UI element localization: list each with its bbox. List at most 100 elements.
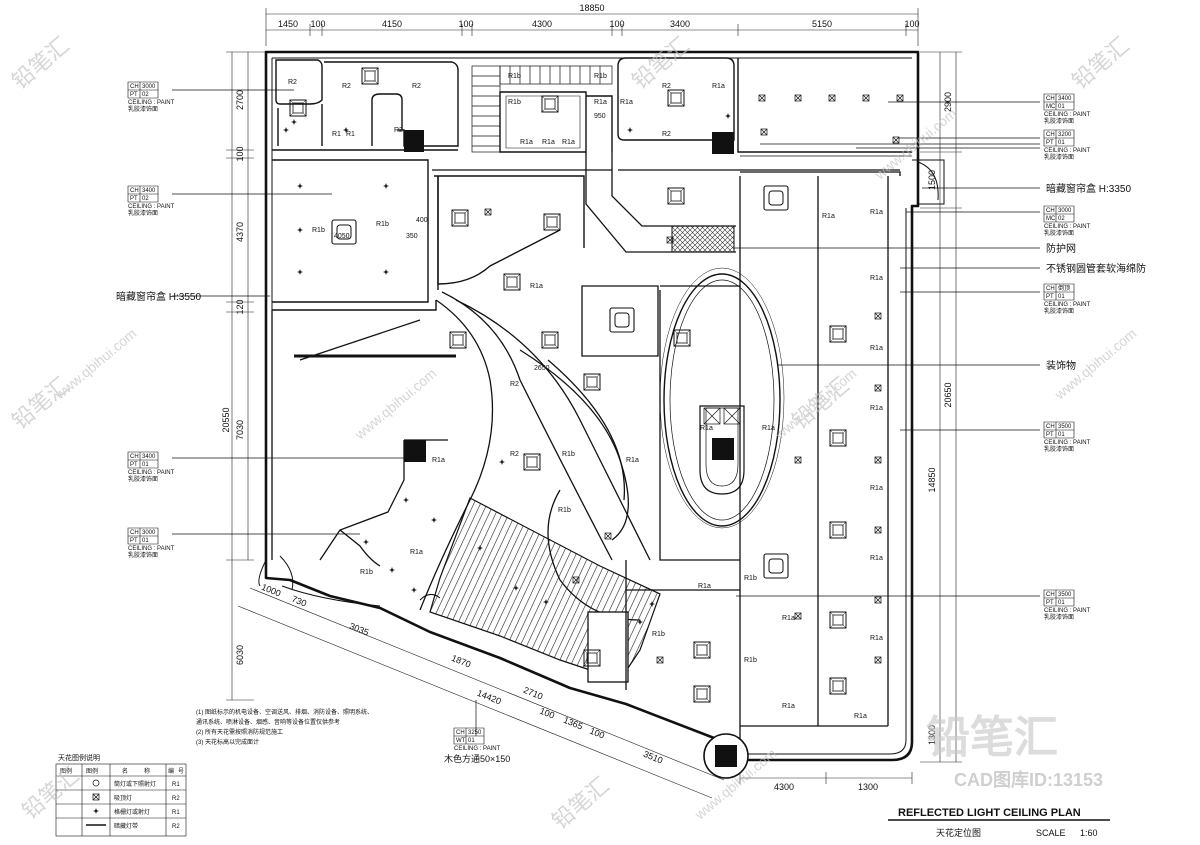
tag-finish-cn: 乳胶漆饰面: [1044, 613, 1074, 621]
code-r2-a: R2: [288, 79, 297, 86]
tag-ch-label: CH: [1046, 96, 1055, 102]
note-line-2: 通讯系统、喷淋设备、烟感、音响等设备位置仅供参考: [196, 718, 340, 726]
code-r2-d: R2: [394, 127, 403, 134]
legend-row3-name: 格栅灯或射灯: [114, 808, 150, 816]
tag-height: 3200: [1058, 132, 1072, 138]
dim-bottom-4: 1870: [450, 653, 472, 670]
tag-paint: CEILING : PAINT: [1044, 148, 1091, 154]
tag-height: 3000: [142, 84, 156, 90]
tag-finish-cn: 乳胶漆饰面: [1044, 117, 1074, 125]
corridor: [432, 152, 900, 253]
dim-right-5: 1300: [927, 725, 937, 745]
code-r1a-m: R1a: [870, 209, 883, 216]
tag-height: 倒顶: [1058, 284, 1070, 292]
legend-row4-code: R2: [172, 824, 180, 830]
legend-row1-code: R1: [172, 782, 180, 788]
code-r1a-f: R1a: [620, 99, 633, 106]
tag-code-value: 02: [142, 92, 149, 98]
left-dimension-chain: [226, 51, 270, 701]
dim-top-6: 100: [609, 19, 624, 29]
tag-code-key: PT: [130, 462, 138, 468]
tag-finish-cn: 乳胶漆饰面: [128, 209, 158, 217]
code-r1a-c: R1a: [542, 139, 555, 146]
left-middle-room: [272, 159, 585, 311]
code-r2-f: R2: [662, 131, 671, 138]
watermark-brand-7: 铅笔汇: [547, 772, 614, 834]
code-4050: 4050: [334, 233, 350, 240]
dim-bottom-5: 2710: [522, 685, 544, 702]
dim-left-1: 2700: [235, 90, 245, 110]
code-r1b-a: R1b: [508, 73, 521, 80]
tag-paint: CEILING : PAINT: [128, 470, 175, 476]
column-top-left: [404, 130, 424, 152]
code-r1a-i: R1a: [626, 457, 639, 464]
dim-bottom-8: 1365: [562, 715, 584, 732]
code-r2-c: R2: [412, 83, 421, 90]
wood-notch: [587, 611, 629, 683]
room-code-labels: R2 R2 R2 R1 R1 R2 R1b R1b R1b R1a R1a R1…: [288, 73, 883, 720]
code-r1b-f: R1b: [562, 451, 575, 458]
code-r2-h: R2: [510, 451, 519, 458]
dim-bottom-11: 4300: [774, 782, 794, 792]
tag-ch-label: CH: [130, 454, 139, 460]
watermark-brand-main: 铅笔汇: [926, 713, 1058, 762]
title-block: REFLECTED LIGHT CEILING PLAN 天花定位图 SCALE…: [888, 807, 1110, 838]
legend-row2-code: R2: [172, 796, 180, 802]
dim-left-2: 100: [235, 146, 245, 161]
tag-code-key: MC: [1046, 216, 1056, 222]
legend-h5: 编: [168, 767, 174, 775]
dim-bottom-2: 730: [290, 594, 308, 609]
code-r1a-w: R1a: [698, 583, 711, 590]
tag-ch-label: CH: [1046, 592, 1055, 598]
dim-left-5: 7030: [235, 420, 245, 440]
tag-code-key: PT: [1046, 140, 1054, 146]
tag-code-key: PT: [1046, 294, 1054, 300]
tag-code-value: 01: [1058, 600, 1065, 606]
watermark-brand-5: 铅笔汇: [1067, 32, 1134, 94]
tag-code-key: PT: [130, 196, 138, 202]
callout-curtain-left: 暗藏窗帘盒 H:3550: [116, 290, 201, 303]
dim-top-7: 3400: [670, 19, 690, 29]
tag-finish-cn: 乳胶漆饰面: [1044, 153, 1074, 161]
tag-paint: CEILING : PAINT: [1044, 302, 1091, 308]
code-r2-e: R2: [662, 83, 671, 90]
bottom-left-details: [258, 555, 441, 601]
tag-finish-cn: 乳胶漆饰面: [1044, 229, 1074, 237]
tag-paint: CEILING : PAINT: [128, 100, 175, 106]
code-950: 950: [594, 113, 606, 120]
code-r1b-b: R1b: [594, 73, 607, 80]
dim-top-3: 4150: [382, 19, 402, 29]
bottom-dimension-chain: [237, 587, 913, 799]
drawing-title: REFLECTED LIGHT CEILING PLAN: [898, 807, 1081, 819]
tag-finish-cn: 乳胶漆饰面: [128, 551, 158, 559]
tag-finish-cn: 乳胶漆饰面: [1044, 307, 1074, 315]
dim-left-4: 120: [235, 299, 245, 314]
dim-left-7: 6030: [235, 645, 245, 665]
tag-finish-cn: 乳胶漆饰面: [1044, 445, 1074, 453]
legend-row3-code: R1: [172, 810, 180, 816]
note-line-1: (1) 图纸标示的机电设备、空调送风、排烟、消防设备、照明系统、: [196, 708, 373, 716]
tag-code-value: 01: [142, 538, 149, 544]
code-r1a-j: R1a: [410, 549, 423, 556]
tag-height: 3250: [468, 730, 482, 736]
code-r1a-e: R1a: [712, 83, 725, 90]
watermark-brand-4: 铅笔汇: [627, 32, 694, 94]
tag-paint: CEILING : PAINT: [1044, 112, 1091, 118]
dim-top-4: 100: [458, 19, 473, 29]
code-r1a-n: R1a: [870, 275, 883, 282]
tag-paint: CEILING : PAINT: [1044, 224, 1091, 230]
tag-paint: CEILING : PAINT: [454, 746, 501, 752]
code-r1a-v: R1a: [854, 713, 867, 720]
tag-ch-label: CH: [130, 188, 139, 194]
dim-left-3: 4370: [235, 222, 245, 242]
code-r1a-d: R1a: [562, 139, 575, 146]
watermark-brand-6: 铅笔汇: [787, 372, 854, 434]
tag-code-value: 01: [1058, 294, 1065, 300]
